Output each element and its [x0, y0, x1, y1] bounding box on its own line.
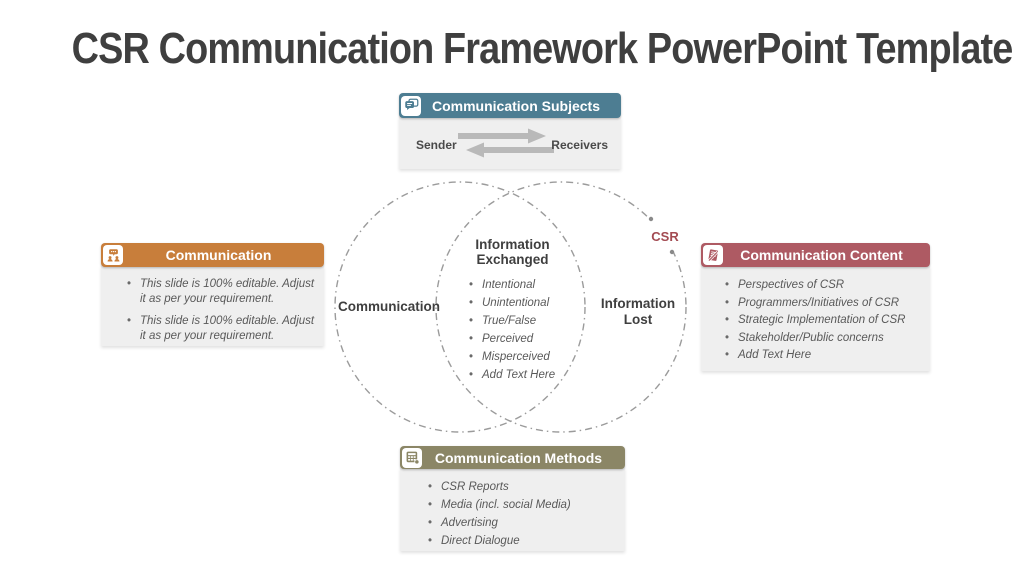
bullet-item: Perceived — [469, 330, 590, 348]
slide-title: CSR Communication Framework PowerPoint T… — [71, 24, 1014, 73]
card-communication-subjects: Communication Subjects Sender Receivers — [399, 93, 621, 169]
bullet-item: CSR Reports — [428, 478, 619, 496]
people-conversation-icon — [103, 245, 123, 265]
calculator-grid-icon — [402, 447, 422, 468]
csr-gap-mask — [643, 214, 683, 254]
bullet-item: Direct Dialogue — [428, 532, 619, 550]
card-header-content: Communication Content — [701, 243, 930, 267]
bullet-item: Misperceived — [469, 348, 590, 366]
venn-overlap-title: Information Exchanged — [475, 237, 550, 267]
chat-bubbles-icon — [401, 95, 421, 116]
document-pen-icon — [703, 245, 723, 265]
receivers-label: Receivers — [551, 138, 608, 152]
bullet-item: Programmers/Initiatives of CSR — [725, 295, 924, 313]
bullet-item: Intentional — [469, 276, 590, 294]
gap-end-dot — [669, 249, 675, 255]
exchange-arrows-icon — [458, 128, 554, 158]
bullet-item: Stakeholder/Public concerns — [725, 330, 924, 348]
bullet-item: Strategic Implementation of CSR — [725, 312, 924, 330]
card-communication-content: Communication Content Perspectives of CS… — [701, 243, 930, 371]
card-body-communication: This slide is 100% editable. Adjust it a… — [101, 265, 324, 346]
bullet-item: Media (incl. social Media) — [428, 496, 619, 514]
venn-overlap-block: Information Exchanged Intentional Uninte… — [435, 237, 590, 384]
card-communication-methods: Communication Methods CSR Reports Media … — [400, 446, 625, 551]
bullet-item: True/False — [469, 312, 590, 330]
card-header-methods: Communication Methods — [400, 446, 625, 469]
card-title-communication: Communication — [165, 247, 272, 263]
bullet-item: Advertising — [428, 514, 619, 532]
bullet-item: This slide is 100% editable. Adjust it a… — [127, 314, 316, 344]
card-title-content: Communication Content — [740, 247, 903, 263]
bullet-item: Unintentional — [469, 294, 590, 312]
card-title-methods: Communication Methods — [434, 449, 603, 466]
card-title-subjects: Communication Subjects — [431, 97, 601, 114]
venn-right-label: Information Lost — [600, 296, 676, 327]
venn-left-label: Communication — [338, 299, 441, 314]
card-header-subjects: Communication Subjects — [399, 93, 621, 118]
card-body-content: Perspectives of CSR Programmers/Initiati… — [701, 265, 930, 371]
card-header-communication: Communication — [101, 243, 324, 267]
bullet-item: Add Text Here — [469, 366, 590, 384]
bullet-item: This slide is 100% editable. Adjust it a… — [127, 277, 316, 307]
right-dashed-circle — [435, 181, 687, 433]
sender-label: Sender — [416, 138, 457, 152]
bullet-item: Perspectives of CSR — [725, 277, 924, 295]
csr-label: CSR — [651, 229, 679, 244]
bullet-item: Add Text Here — [725, 347, 924, 365]
gap-end-dot — [648, 216, 654, 222]
card-body-subjects: Sender Receivers — [399, 116, 621, 169]
card-body-methods: CSR Reports Media (incl. social Media) A… — [400, 467, 625, 551]
card-communication: Communication This slide is 100% editabl… — [101, 243, 324, 346]
